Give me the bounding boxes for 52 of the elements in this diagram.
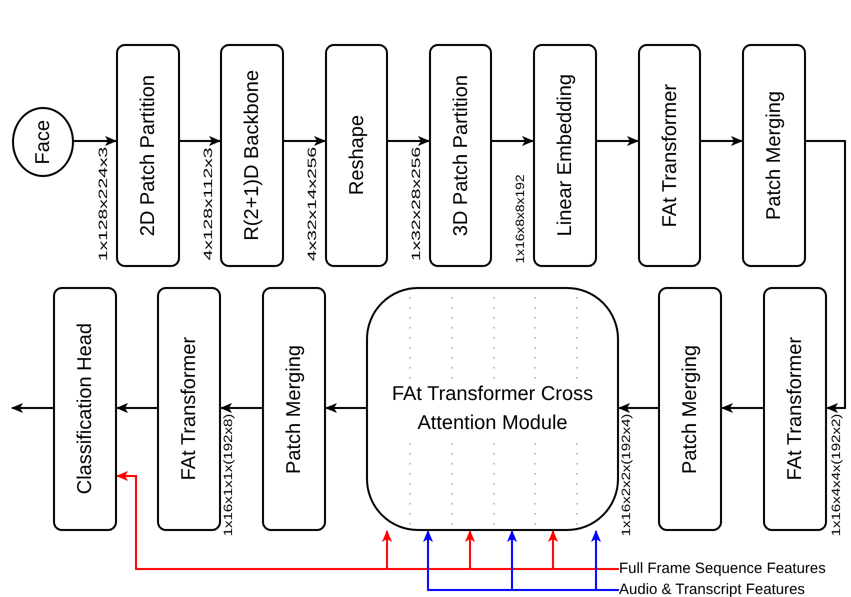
process-box	[658, 287, 722, 531]
process-box	[220, 44, 284, 267]
tensor-shape-label: 4x32x14x256	[306, 146, 318, 262]
process-box	[742, 44, 806, 267]
tensor-shape-label: 1x16x1x1x(192x8)	[222, 414, 234, 536]
feature-arrow	[591, 530, 619, 591]
arrow	[220, 403, 262, 413]
feature-label-text: Audio & Transcript Features	[619, 582, 805, 597]
box-label: Patch Merging	[763, 91, 785, 220]
arrow	[74, 136, 117, 146]
process-box	[262, 287, 326, 531]
box-label: Reshape	[346, 115, 368, 196]
box-label: Patch Merging	[679, 344, 701, 474]
arrow	[618, 403, 658, 413]
process-box	[53, 287, 117, 531]
process-box	[429, 44, 492, 267]
arrow	[388, 136, 430, 146]
box-label: FAt Transformer	[784, 337, 806, 481]
tensor-shape-label: 1x16x4x4x(192x2)	[830, 414, 842, 536]
arrow	[180, 136, 221, 146]
arrow	[116, 403, 157, 413]
box-label: Linear Embedding	[554, 74, 576, 237]
arrow	[806, 140, 846, 413]
feature-label-text: Full Frame Sequence Features	[619, 560, 826, 578]
process-box	[763, 287, 827, 531]
process-box	[533, 44, 597, 267]
arrow	[721, 403, 763, 413]
box-label: Face	[32, 120, 54, 164]
arrow	[701, 136, 743, 146]
tensor-shape-label: 4x128x112x3	[202, 148, 214, 260]
arrow	[11, 403, 53, 413]
box-label: 3D Patch Partition	[450, 74, 472, 236]
arrow	[284, 136, 326, 146]
process-box	[325, 44, 388, 267]
arrow	[597, 136, 639, 146]
process-box	[157, 287, 221, 531]
tensor-shape-label: 1x32x28x256	[410, 146, 422, 262]
process-box	[116, 44, 180, 267]
box-label: Patch Merging	[283, 344, 305, 474]
feature-arrow	[116, 471, 619, 570]
box-label: FAt Transformer	[178, 337, 200, 481]
box-label: 2D Patch Partition	[137, 74, 159, 236]
process-box	[638, 44, 701, 267]
box-label: Classification Head	[74, 323, 96, 495]
tensor-shape-label: 1x128x224x3	[97, 146, 109, 262]
arrow	[325, 403, 366, 413]
tensor-shape-label: 1x16x2x2x(192x4)	[620, 414, 632, 536]
arrow	[492, 136, 534, 146]
box-label: FAt Transformer	[658, 84, 680, 228]
box-label: R(2+1)D Backbone	[241, 70, 263, 241]
tensor-shape-label: 1x16x8x8x192	[514, 174, 526, 264]
module-label: FAt Transformer Cross Attention Module	[390, 382, 594, 436]
